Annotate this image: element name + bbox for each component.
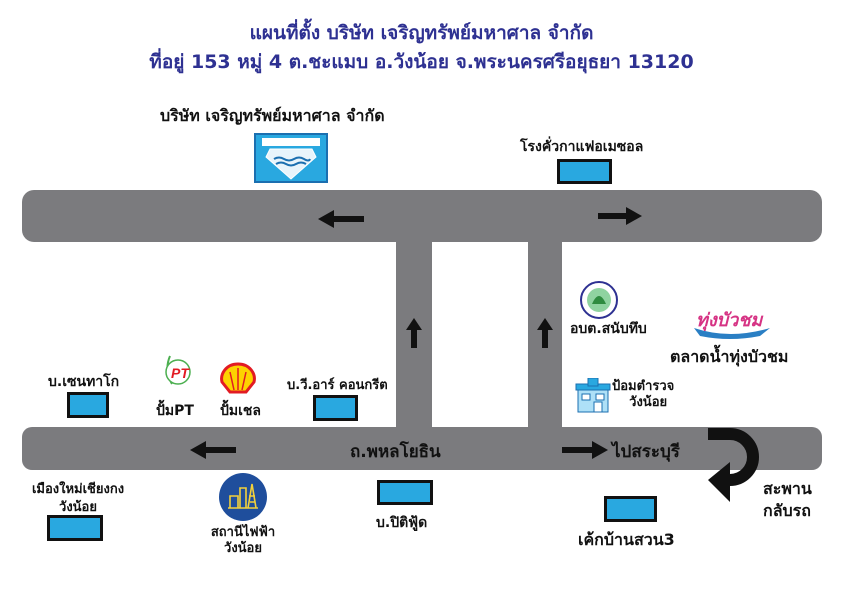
top-road (22, 190, 822, 242)
svg-text:PT: PT (171, 365, 190, 381)
sentago-marker (67, 392, 109, 418)
sentago-label: บ.เซนทาโก (48, 374, 120, 390)
address: ที่อยู่ 153 หมู่ 4 ต.ชะแมบ อ.วังน้อย จ.พ… (149, 51, 694, 73)
muang-marker (47, 515, 103, 541)
arrow-right-icon (598, 207, 642, 225)
pt-logo-icon: PT (165, 355, 191, 385)
u-turn-label: สะพานกลับรถ (763, 478, 812, 522)
arrow-up-icon (537, 318, 553, 348)
pitti-label: บ.ปิติฟู้ด (376, 515, 428, 531)
police-label: ป้อมตำรวจวังน้อย (612, 379, 674, 411)
tambon-label: อบต.สนับทึบ (570, 321, 647, 337)
police-station-icon (575, 378, 611, 413)
power-label: สถานีไฟฟ้าวังน้อย (190, 525, 296, 557)
main-road-label: ถ.พหลโยธิน (350, 442, 441, 462)
power-line2: วังน้อย (224, 541, 262, 556)
shell-logo-icon (220, 362, 256, 394)
market-logo-icon: ทุ่งบัวชม (694, 310, 770, 339)
u-turn-line1: สะพาน (763, 479, 812, 498)
company-logo (254, 133, 328, 183)
power-line1: สถานีไฟฟ้า (210, 525, 276, 540)
tambon-logo-icon (580, 281, 618, 319)
arrow-up-icon (406, 318, 422, 348)
pt-label: ปั้มPT (156, 403, 194, 419)
police-line2: วังน้อย (629, 395, 668, 410)
u-turn-line2: กลับรถ (763, 501, 811, 520)
main-road (22, 427, 822, 470)
vr-label: บ.วี.อาร์ คอนกรีต (287, 378, 388, 393)
map-title: แผนที่ตั้ง บริษัท เจริญทรัพย์มหาศาล จำกั… (249, 22, 594, 44)
police-line1: ป้อมตำรวจ (612, 379, 675, 394)
market-label: ตลาดน้ำทุ่งบัวชม (670, 347, 789, 366)
svg-text:ทุ่งบัวชม: ทุ่งบัวชม (696, 310, 764, 332)
saraburi-label: ไปสระบุรี (612, 442, 680, 462)
arrow-right-icon (562, 441, 608, 459)
vr-marker (313, 395, 358, 421)
muang-line1: เมืองใหม่เชียงกง (31, 482, 125, 497)
shell-label: ปั้มเชล (220, 403, 261, 419)
company-label: บริษัท เจริญทรัพย์มหาศาล จำกัด (160, 106, 385, 125)
arrow-left-icon (318, 210, 364, 228)
muang-line2: วังน้อย (59, 500, 97, 515)
cake-marker (604, 496, 657, 522)
u-turn-icon (708, 428, 759, 502)
pitti-marker (377, 480, 433, 505)
coffee-label: โรงคั่วกาแฟอเมซอล (520, 139, 644, 155)
power-station-icon (219, 473, 267, 521)
muang-label: เมืองใหม่เชียงกงวังน้อย (22, 481, 134, 517)
coffee-marker (557, 159, 612, 184)
cake-label: เค้กบ้านสวน3 (578, 530, 675, 549)
arrow-left-icon (190, 441, 236, 459)
